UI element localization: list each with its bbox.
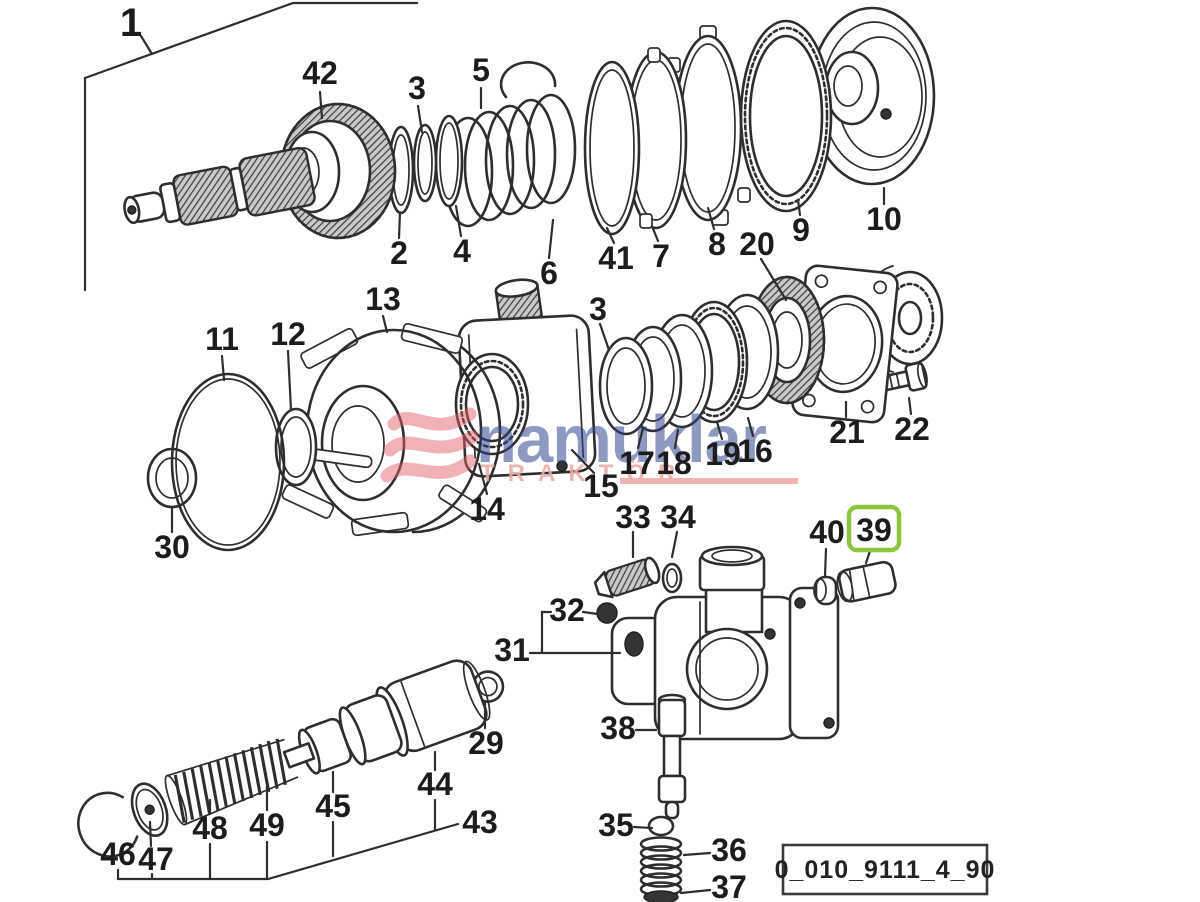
- drawing-linework: [77, 1, 944, 902]
- assembly-1-outline: [83, 1, 419, 292]
- part-ring-41: [583, 60, 641, 236]
- drawing-number: 0_010_9111_4_90: [775, 856, 996, 884]
- callout-21: 21: [829, 414, 865, 450]
- callout-2: 2: [390, 235, 408, 271]
- part-drum-10: [808, 6, 936, 186]
- watermark-underline: [620, 478, 798, 484]
- part-seal-3-mid: [598, 336, 654, 436]
- callout-14: 14: [469, 491, 505, 527]
- callout-19: 19: [705, 436, 741, 472]
- part-valve-body-31: [610, 545, 840, 741]
- callout-3-mid: 3: [589, 291, 607, 327]
- part-fitting-33: [593, 556, 661, 599]
- part-spool-38: [657, 693, 687, 820]
- callout-48: 48: [192, 810, 228, 846]
- part-bell-housing-13: [281, 322, 502, 537]
- callout-32: 32: [549, 592, 585, 628]
- highlight-box: [846, 504, 902, 553]
- drawing-number-box: 0_010_9111_4_90: [775, 843, 996, 896]
- callout-3-top: 3: [408, 70, 426, 106]
- callout-1: 1: [120, 1, 142, 45]
- callout-35: 35: [598, 807, 634, 843]
- callout-43: 43: [462, 804, 498, 840]
- part-input-shaft: [123, 146, 316, 226]
- callout-42: 42: [302, 55, 338, 91]
- callout-38: 38: [600, 710, 636, 746]
- watermark-logo-waves: [380, 407, 479, 483]
- callout-labels: 1 42 3 5 2 4 6 41 7 8 20 9 10 13 11 12 3…: [100, 1, 930, 902]
- callout-18: 18: [656, 445, 692, 481]
- callout-5: 5: [472, 52, 490, 88]
- part-washer-37: [643, 890, 679, 902]
- watermark-brand: namuklar: [476, 402, 767, 477]
- callout-30: 30: [154, 529, 190, 565]
- callout-13: 13: [365, 281, 401, 317]
- part-ring-12: [274, 407, 318, 487]
- part-spring-48: [164, 738, 299, 826]
- callout-49: 49: [249, 807, 285, 843]
- callout-36: 36: [711, 832, 747, 868]
- part-ring-9: [739, 19, 833, 213]
- callout-7: 7: [652, 238, 670, 274]
- callout-37: 37: [711, 869, 747, 902]
- part-snap-ring-5: [499, 61, 557, 99]
- part-cap-40: [813, 575, 838, 606]
- callout-34: 34: [660, 499, 696, 535]
- part-ring-3-top: [412, 123, 438, 203]
- highlighted-callout-39: 39: [846, 504, 902, 553]
- assembly-43-spool: [77, 659, 505, 858]
- callout-16: 16: [737, 433, 773, 469]
- callout-6: 6: [540, 255, 558, 291]
- part-o-ring-11: [170, 372, 286, 552]
- callout-11: 11: [205, 321, 239, 357]
- callout-4: 4: [453, 233, 471, 269]
- callout-20: 20: [739, 226, 775, 262]
- part-washer-47: [130, 782, 169, 837]
- part-pump-body-15: [454, 278, 597, 478]
- callout-46: 46: [100, 836, 136, 872]
- callout-9: 9: [792, 212, 810, 248]
- callout-10: 10: [866, 201, 902, 237]
- part-ring-4: [434, 114, 464, 208]
- part-spacer-45: [338, 694, 403, 766]
- callout-33: 33: [615, 499, 651, 535]
- watermark: namuklar TRAKTÖR: [380, 402, 798, 487]
- callout-39: 39: [856, 512, 892, 548]
- part-rod: [282, 742, 316, 769]
- callout-40: 40: [809, 514, 845, 550]
- part-plug-32: [596, 602, 618, 624]
- callout-41: 41: [598, 240, 634, 276]
- callout-31: 31: [494, 632, 530, 668]
- part-snap-ring-46: [77, 791, 139, 858]
- callout-leader-lines: [116, 34, 913, 895]
- callout-8: 8: [708, 226, 726, 262]
- callout-47: 47: [138, 841, 174, 877]
- part-seat-34: [661, 562, 683, 594]
- part-coil-spring-6: [442, 93, 577, 228]
- callout-17: 17: [619, 445, 655, 481]
- part-spring-36: [639, 836, 683, 897]
- callout-45: 45: [315, 788, 351, 824]
- part-plug-39-highlighted: [836, 560, 897, 603]
- callout-12: 12: [270, 316, 306, 352]
- part-detent-35: [647, 815, 675, 837]
- callout-44: 44: [417, 766, 453, 802]
- callout-29: 29: [468, 725, 504, 761]
- callout-15: 15: [583, 468, 619, 504]
- callout-22: 22: [894, 411, 930, 447]
